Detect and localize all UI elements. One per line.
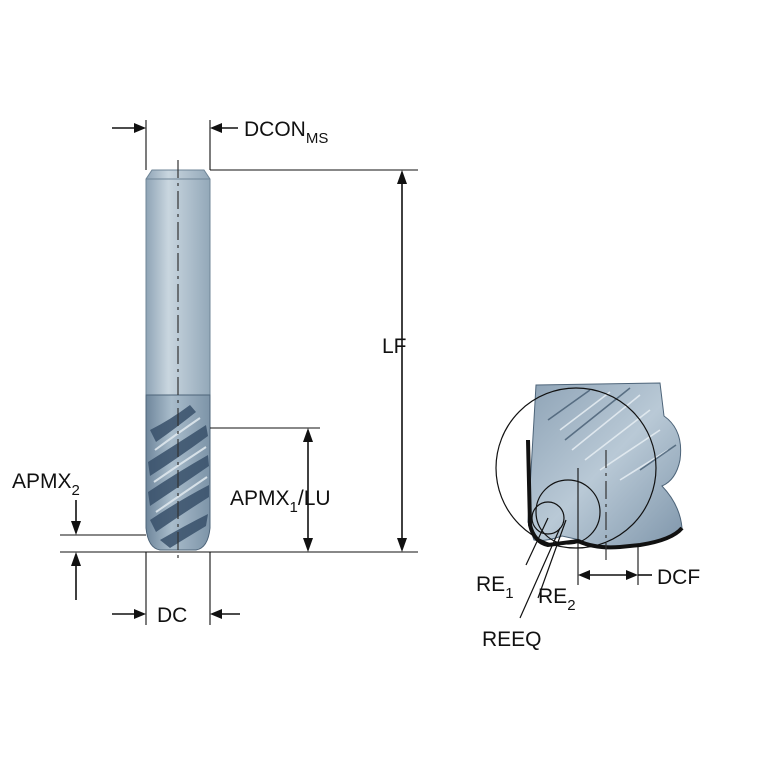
re2-label: RE2 — [538, 585, 576, 614]
apmx2-label: APMX2 — [12, 470, 80, 499]
re2-circle — [535, 479, 601, 545]
detail-dark-streaks — [547, 387, 677, 471]
dimension-lines-left — [60, 120, 418, 625]
apmx1-lu-label: APMX1/LU — [230, 487, 331, 516]
reeq-circle — [495, 387, 657, 549]
corner-detail-view — [495, 382, 684, 619]
re1-circle — [531, 501, 565, 535]
end-mill-side-view — [145, 160, 211, 560]
re1-label: RE1 — [476, 573, 514, 602]
reeq-label: REEQ — [482, 628, 542, 651]
dc-label: DC — [157, 604, 187, 627]
lf-label: LF — [382, 335, 407, 358]
dcf-label: DCF — [657, 566, 700, 589]
detail-leader-lines — [519, 517, 567, 619]
dcon-ms-label: DCONMS — [244, 118, 328, 147]
